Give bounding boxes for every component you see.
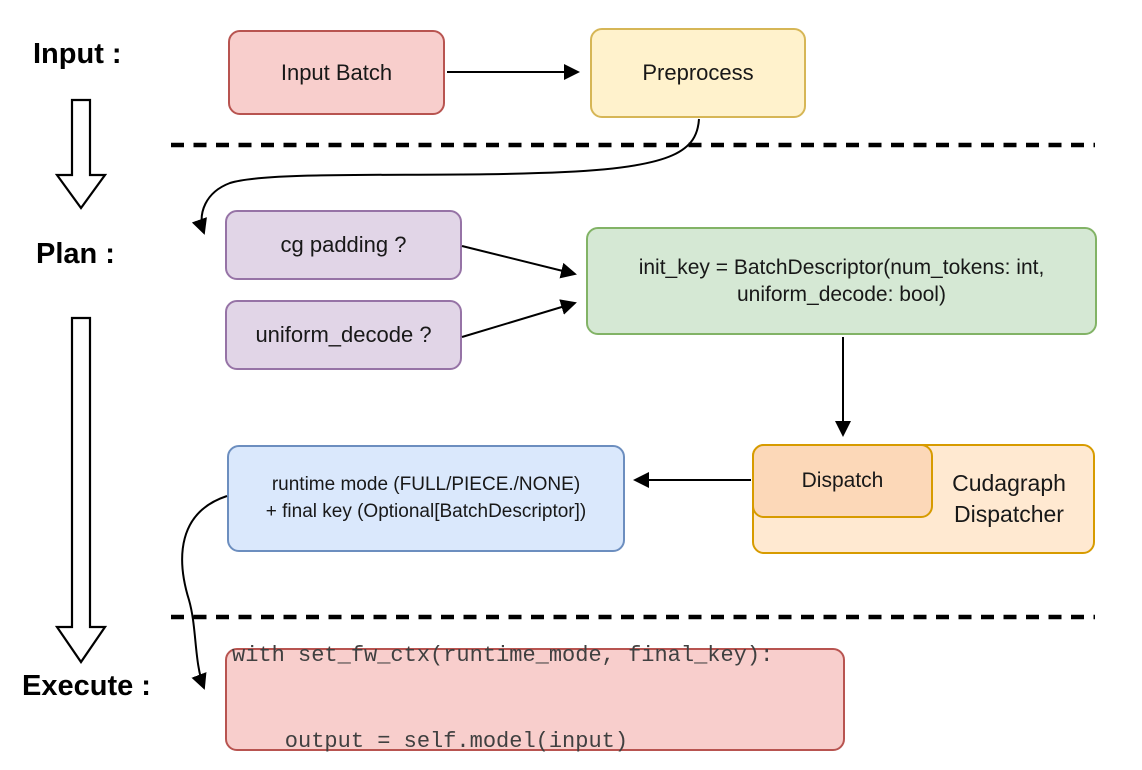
- uniform-decode-node: uniform_decode ?: [225, 300, 462, 370]
- cg-padding-label: cg padding ?: [280, 232, 407, 257]
- dispatch-node: Dispatch: [752, 444, 933, 518]
- runtime-mode-line2: + final key (Optional[BatchDescriptor]): [265, 500, 587, 522]
- connector-uniformdecode-to-initkey: [461, 299, 577, 338]
- runtime-mode-node: runtime mode (FULL/PIECE./NONE) + final …: [227, 445, 625, 552]
- input-stage-label: Input :: [33, 38, 122, 70]
- execute-code-node: with set_fw_ctx(runtime_mode, final_key)…: [225, 643, 845, 754]
- execute-stage-label: Execute :: [22, 670, 151, 702]
- uniform-decode-label: uniform_decode ?: [255, 322, 432, 347]
- input-batch-node: Input Batch: [228, 30, 445, 115]
- execute-code-block: with set_fw_ctx(runtime_mode, final_key)…: [232, 585, 773, 770]
- cudagraph-dispatcher-line2: Dispatcher: [954, 501, 1064, 527]
- init-key-line1: init_key = BatchDescriptor(num_tokens: i…: [638, 255, 1045, 279]
- execute-code-line1: with set_fw_ctx(runtime_mode, final_key)…: [232, 643, 774, 669]
- connector-cgpadding-to-initkey: [461, 245, 577, 279]
- preprocess-node: Preprocess: [590, 28, 806, 118]
- cudagraph-dispatcher-line1: Cudagraph: [952, 469, 1066, 496]
- plan-stage-label: Plan :: [36, 238, 115, 270]
- runtime-mode-line1: runtime mode (FULL/PIECE./NONE): [271, 473, 581, 495]
- cg-padding-node: cg padding ?: [225, 210, 462, 280]
- runtime-mode-label: runtime mode (FULL/PIECE./NONE) + final …: [266, 472, 587, 525]
- connector-runtimemode-to-executecode: [181, 495, 228, 690]
- init-key-label: init_key = BatchDescriptor(num_tokens: i…: [639, 254, 1045, 309]
- plan-to-execute-down-arrow-icon: [54, 316, 108, 664]
- init-key-node: init_key = BatchDescriptor(num_tokens: i…: [586, 227, 1097, 335]
- dispatch-label: Dispatch: [801, 469, 884, 492]
- preprocess-label: Preprocess: [642, 60, 754, 85]
- cudagraph-dispatcher-label: Cudagraph Dispatcher: [925, 468, 1093, 530]
- input-batch-label: Input Batch: [280, 59, 393, 85]
- input-to-plan-down-arrow-icon: [54, 98, 108, 210]
- init-key-line2: uniform_decode: bool): [737, 283, 946, 306]
- execute-code-line2: output = self.model(input): [232, 729, 629, 755]
